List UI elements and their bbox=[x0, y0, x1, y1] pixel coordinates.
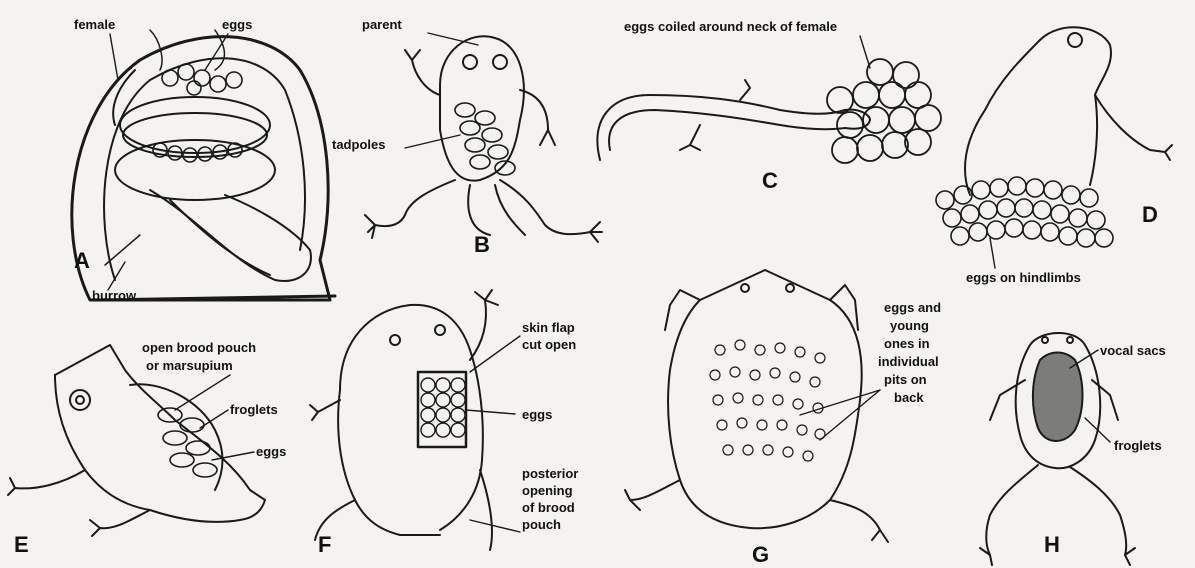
label-g-back: back bbox=[894, 390, 924, 405]
label-h-vocal-sacs: vocal sacs bbox=[1100, 343, 1166, 358]
label-f-cut-open: cut open bbox=[522, 337, 576, 352]
label-f-eggs: eggs bbox=[522, 407, 552, 422]
label-a-female: female bbox=[74, 17, 115, 32]
label-a-eggs: eggs bbox=[222, 17, 252, 32]
panel-e-illustration bbox=[8, 345, 265, 536]
label-f-opening: opening bbox=[522, 483, 573, 498]
label-c-eggs-coiled: eggs coiled around neck of female bbox=[624, 19, 837, 34]
panel-letter-b: B bbox=[474, 232, 490, 258]
label-f-of-brood: of brood bbox=[522, 500, 575, 515]
label-f-posterior: posterior bbox=[522, 466, 578, 481]
label-e-froglets: froglets bbox=[230, 402, 278, 417]
panel-d-illustration bbox=[936, 27, 1172, 247]
label-g-ones-in: ones in bbox=[884, 336, 930, 351]
label-b-parent: parent bbox=[362, 17, 402, 32]
panel-f-eggs bbox=[421, 378, 465, 437]
panel-d-eggs bbox=[936, 177, 1113, 247]
label-e-eggs: eggs bbox=[256, 444, 286, 459]
panel-f-illustration bbox=[310, 290, 498, 550]
panel-g-pits bbox=[710, 340, 825, 461]
label-b-tadpoles: tadpoles bbox=[332, 137, 385, 152]
label-g-young: young bbox=[890, 318, 929, 333]
panel-letter-e: E bbox=[14, 532, 29, 558]
panel-letter-h: H bbox=[1044, 532, 1060, 558]
label-g-pits-on: pits on bbox=[884, 372, 927, 387]
panel-letter-c: C bbox=[762, 168, 778, 194]
panel-h-illustration bbox=[980, 333, 1135, 565]
panel-letter-d: D bbox=[1142, 202, 1158, 228]
panel-b-illustration bbox=[365, 36, 602, 242]
label-a-burrow: burrow bbox=[92, 288, 136, 303]
panel-c-illustration bbox=[597, 59, 941, 163]
panel-letter-g: G bbox=[752, 542, 769, 568]
label-h-froglets: froglets bbox=[1114, 438, 1162, 453]
panel-letter-a: A bbox=[74, 248, 90, 274]
label-e-open-brood-pouch: open brood pouch bbox=[142, 340, 256, 355]
panel-g-illustration bbox=[625, 270, 888, 542]
label-g-eggs-and: eggs and bbox=[884, 300, 941, 315]
label-f-skin-flap: skin flap bbox=[522, 320, 575, 335]
label-f-pouch: pouch bbox=[522, 517, 561, 532]
panel-letter-f: F bbox=[318, 532, 331, 558]
label-d-eggs-on-hindlimbs: eggs on hindlimbs bbox=[966, 270, 1081, 285]
panel-a-illustration bbox=[72, 30, 335, 300]
label-g-individual: individual bbox=[878, 354, 939, 369]
label-e-or-marsupium: or marsupium bbox=[146, 358, 233, 373]
